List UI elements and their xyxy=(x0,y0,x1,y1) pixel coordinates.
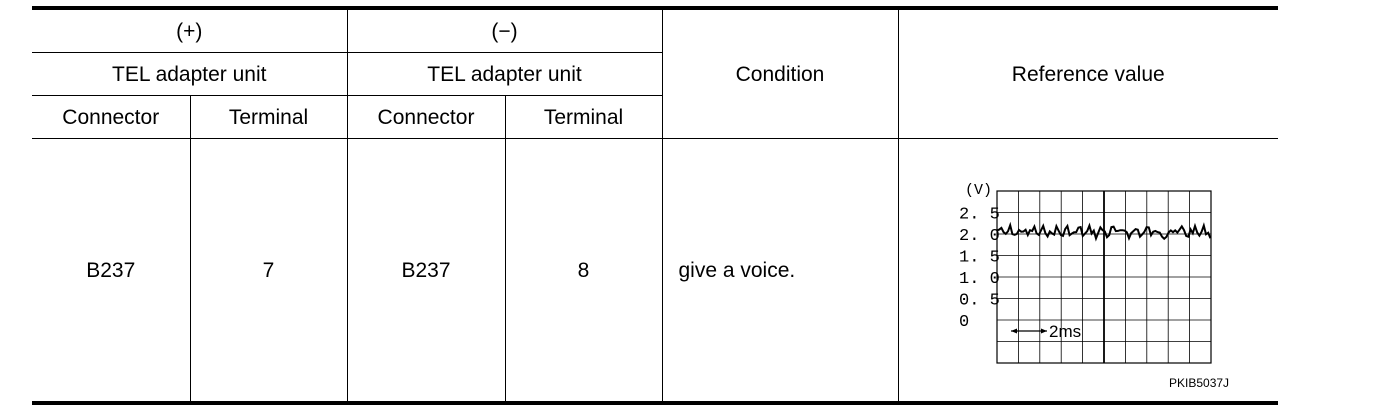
terminal-table-container: (+) (−) Condition Reference value TEL ad… xyxy=(32,6,1278,405)
minus-terminal-value: 8 xyxy=(504,138,662,405)
condition-value: give a voice. xyxy=(661,138,898,405)
y-tick-label: 1. 0 xyxy=(959,270,1000,289)
figure-code: PKIB5037J xyxy=(1169,376,1229,390)
y-tick-label: 2. 5 xyxy=(959,206,1000,225)
waveform-grid xyxy=(995,190,1212,364)
oscilloscope-waveform: (V) 2. 5 2. 0 1. 5 1. 0 0. 5 0 2ms PKIB5037J xyxy=(959,182,1229,390)
terminal-reference-table: (+) (−) Condition Reference value TEL ad… xyxy=(32,6,1278,405)
voltage-unit-label: (V) xyxy=(965,182,992,199)
y-tick-labels: 2. 5 2. 0 1. 5 1. 0 0. 5 0 xyxy=(959,206,1000,333)
reference-value-cell: (V) 2. 5 2. 0 1. 5 1. 0 0. 5 0 2ms PKIB5037J xyxy=(897,138,1278,405)
plus-connector-header: Connector xyxy=(32,95,190,139)
y-tick-label: 1. 5 xyxy=(959,249,1000,268)
condition-header: Condition xyxy=(661,6,898,139)
y-tick-label: 0 xyxy=(959,313,969,332)
minus-connector-header: Connector xyxy=(346,95,505,139)
plus-connector-value: B237 xyxy=(32,138,190,405)
plus-header: (+) xyxy=(32,6,347,53)
minus-header: (−) xyxy=(346,6,662,53)
y-tick-label: 2. 0 xyxy=(959,227,1000,246)
reference-value-header: Reference value xyxy=(897,6,1278,139)
plus-terminal-header: Terminal xyxy=(189,95,347,139)
minus-unit-header: TEL adapter unit xyxy=(346,52,662,96)
minus-terminal-header: Terminal xyxy=(504,95,662,139)
minus-connector-value: B237 xyxy=(346,138,505,405)
y-tick-label: 0. 5 xyxy=(959,292,1000,311)
plus-unit-header: TEL adapter unit xyxy=(32,52,347,96)
time-scale-arrow-left xyxy=(1010,328,1017,334)
time-scale-arrow-right xyxy=(1040,328,1047,334)
waveform-trace xyxy=(996,221,1211,242)
plus-terminal-value: 7 xyxy=(189,138,347,405)
time-scale-label: 2ms xyxy=(1049,322,1081,341)
